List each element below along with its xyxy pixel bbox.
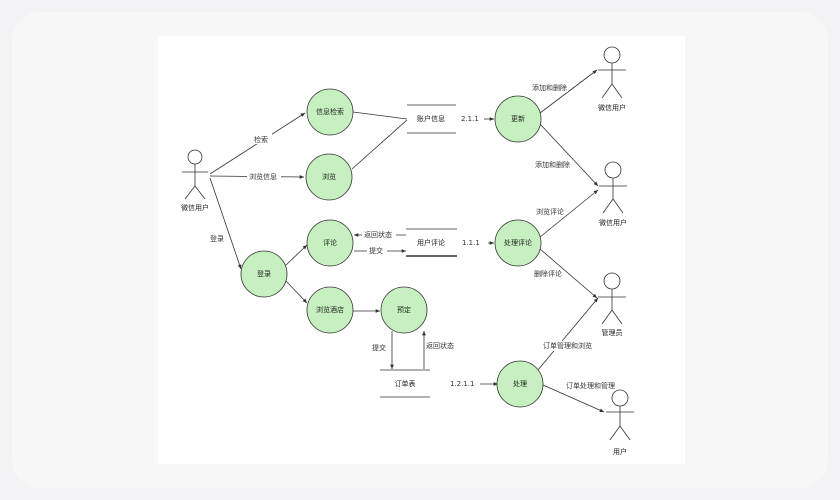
- label-user-comment: 用户评论: [417, 238, 445, 247]
- edge-label-bg: [367, 246, 387, 256]
- edge-label-bg: [371, 342, 389, 352]
- label-browse: 浏览: [322, 172, 336, 181]
- connectors: [209, 69, 605, 413]
- label-actor-user: 用户: [613, 447, 627, 456]
- actor-user: [606, 389, 634, 441]
- process-circles: [240, 88, 544, 408]
- node-info-search: [306, 88, 354, 136]
- label-edge-browse-comment: 浏览评论: [536, 207, 564, 216]
- label-edge-211: 2.1.1: [461, 115, 479, 123]
- label-reserve: 预定: [397, 305, 411, 314]
- datastores: [380, 104, 457, 398]
- edge-label-bg: [252, 134, 272, 144]
- label-account-info: 账户信息: [417, 114, 445, 123]
- node-browse-hotel: [306, 286, 354, 334]
- edge-label-bg: [530, 82, 568, 92]
- edge-process-to-user: [542, 384, 605, 413]
- actors: [182, 46, 634, 441]
- label-edge-order-process-manage: 订单处理和管理: [566, 381, 615, 390]
- edge-label-bg: [541, 341, 593, 351]
- label-edge-return-status2: 返回状态: [426, 341, 454, 350]
- label-update: 更新: [511, 114, 525, 123]
- edge-label-bg: [534, 207, 564, 217]
- edge-label-bg: [459, 238, 487, 248]
- label-edge-login: 登录: [210, 234, 224, 243]
- edge-search-to-account: [352, 111, 408, 120]
- diagram-canvas: [158, 36, 685, 464]
- edge-label-bg: [458, 114, 484, 124]
- label-edge-submit: 提交: [369, 246, 383, 255]
- edge-label-bg: [208, 233, 226, 243]
- label-edge-111: 1.1.1: [462, 239, 480, 247]
- label-edge-browse-info: 浏览信息: [249, 172, 277, 181]
- edge-update-to-user-top: [539, 69, 598, 114]
- node-process-comment: [494, 219, 542, 267]
- label-login: 登录: [257, 269, 271, 278]
- label-edge-submit2: 提交: [372, 343, 386, 352]
- edge-label-bg: [564, 381, 616, 391]
- label-order-table: 订单表: [395, 379, 416, 388]
- edge-login: [209, 177, 242, 270]
- node-update: [494, 95, 542, 143]
- edge-process-to-admin2: [537, 297, 599, 371]
- edge-label-bg: [425, 340, 459, 350]
- edge-label-bg: [448, 379, 480, 389]
- label-edge-search: 检索: [254, 135, 268, 144]
- label-actor-wechat-left: 微信用户: [181, 203, 209, 212]
- label-edge-1211: 1.2.1.1: [450, 380, 475, 388]
- label-edge-order-manage-browse: 订单管理和浏览: [543, 341, 592, 350]
- label-edge-add-delete: 添加和删除: [532, 83, 567, 92]
- edge-browse-to-account: [351, 119, 408, 170]
- label-actor-admin: 管理员: [602, 328, 623, 337]
- actor-admin: [598, 272, 626, 325]
- node-login: [240, 250, 288, 298]
- label-actor-wechat-top: 微信用户: [598, 103, 626, 112]
- actor-wechat-user-mid: [599, 161, 627, 214]
- edge-login-to-comment: [284, 244, 308, 267]
- edge-update-to-user-mid: [539, 123, 599, 187]
- label-process-comment: 处理评论: [504, 238, 532, 247]
- label-edge-delete-comment: 删除评论: [534, 269, 562, 278]
- edge-labels: 检索 浏览信息 登录 返回状态 提交 提交 返回状态 2.1.1 1.1.1 1…: [208, 82, 616, 391]
- label-browse-hotel: 浏览酒店: [316, 305, 344, 314]
- node-reserve: [380, 286, 428, 334]
- label-actor-wechat-mid: 微信用户: [599, 218, 627, 227]
- edge-process-to-user-mid: [539, 189, 599, 238]
- label-edge-add-delete2: 添加和删除: [535, 160, 570, 169]
- edge-label-bg: [532, 269, 562, 279]
- edge-label-bg: [247, 172, 281, 182]
- node-process: [496, 360, 544, 408]
- actor-wechat-user-left: [182, 149, 208, 200]
- edge-login-to-hotel: [284, 279, 308, 304]
- edge-process-to-admin: [539, 248, 598, 299]
- actor-wechat-user-top: [598, 46, 626, 99]
- edge-label-bg: [533, 159, 571, 169]
- node-browse: [305, 153, 353, 201]
- label-process: 处理: [513, 379, 527, 388]
- label-edge-return-status: 返回状态: [364, 230, 392, 239]
- edge-label-bg: [362, 230, 396, 240]
- node-comment: [306, 219, 354, 267]
- label-info-search: 信息检索: [316, 107, 344, 116]
- label-comment: 评论: [323, 238, 337, 247]
